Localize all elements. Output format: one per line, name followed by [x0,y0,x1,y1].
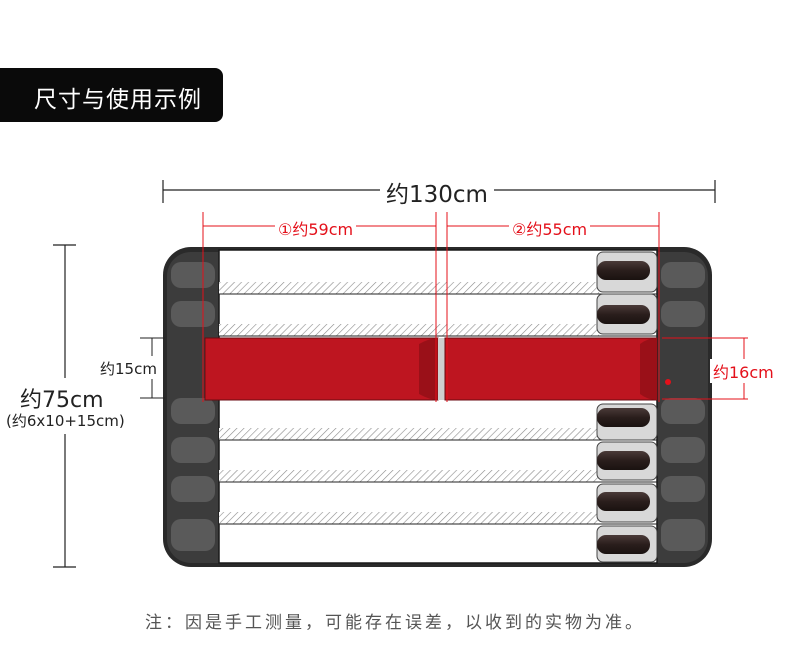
tool-handle [597,305,650,324]
tool-handle [597,408,650,427]
strap-height-label: 约15cm [100,358,157,379]
section-title: 尺寸与使用示例 [34,87,202,113]
part1-width-label: ①约59cm [275,216,357,240]
part2-width-label: ②约55cm [509,216,591,240]
red-strap-1 [204,337,439,401]
height-breakdown-label: (约6x10+15cm) [6,412,125,430]
measurement-note: 注：因是手工测量，可能存在误差，以收到的实物为准。 [145,613,645,633]
total-width-label: 约130cm [380,175,494,209]
strap-gap [438,338,445,400]
total-height-label: 约75cm [20,388,104,413]
section-title-tab: 尺寸与使用示例 [0,68,223,122]
tool-handle [597,261,650,280]
strap-height-dimension-line [140,337,165,399]
pocket-height-label: 约16cm [710,359,777,383]
tool-handles [597,261,650,554]
red-strap-2 [444,337,671,401]
total-height-dimension-line [53,244,76,568]
tool-handle [597,492,650,511]
tool-handle [597,535,650,554]
tool-roll-body [163,247,712,567]
tool-handle [597,451,650,470]
